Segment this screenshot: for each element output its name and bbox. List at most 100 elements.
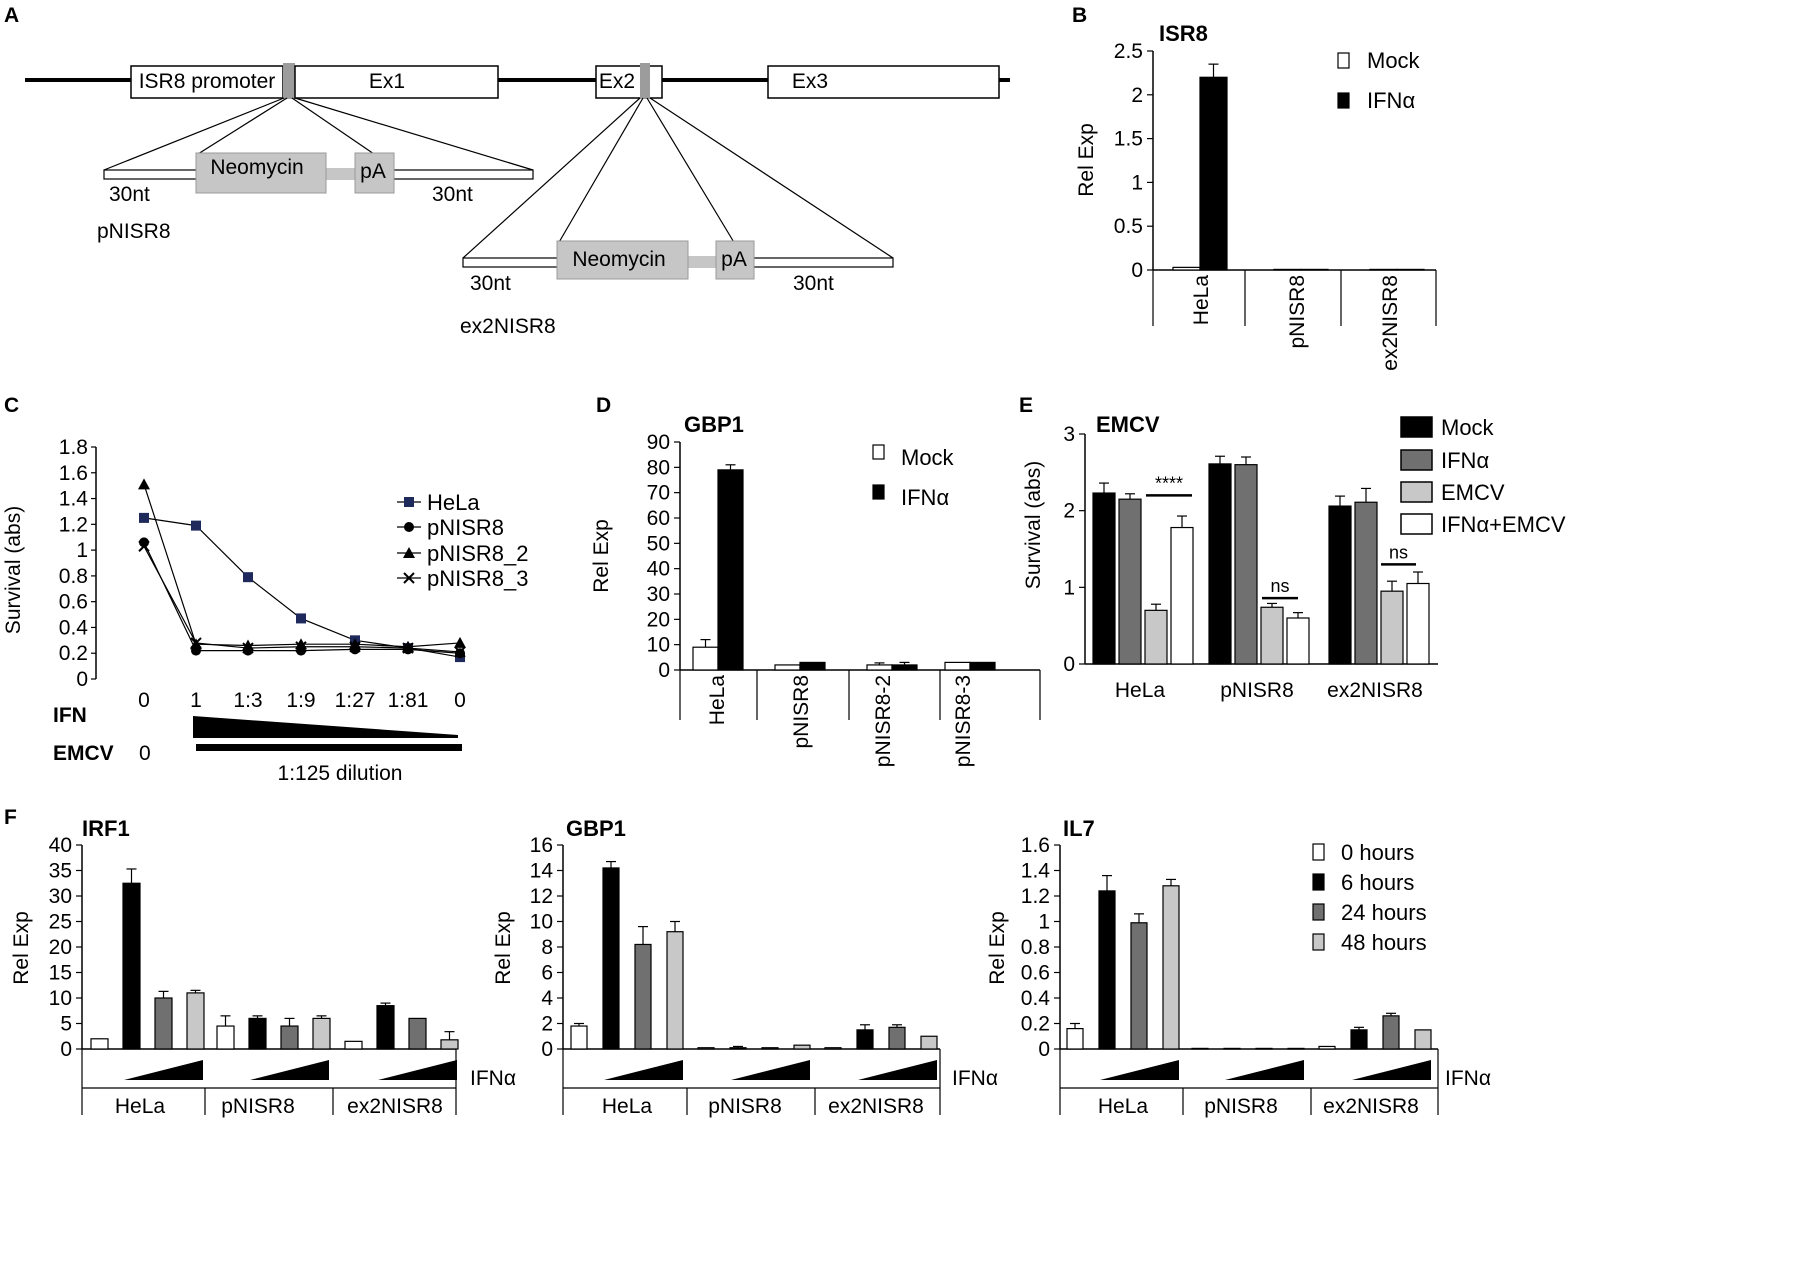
- c-x-tick-label: 0: [454, 689, 466, 712]
- f3-legend-label: 48 hours: [1341, 930, 1427, 955]
- b-category-label: HeLa: [1190, 275, 1213, 326]
- e-bar: [1118, 498, 1142, 665]
- c-legend-label: pNISR8_3: [427, 566, 529, 591]
- f3-bar: [1191, 1047, 1209, 1050]
- c-dilution-label: 1:125 dilution: [278, 762, 403, 785]
- c-y-tick-label: 1.2: [59, 513, 88, 536]
- b-bar: [1199, 76, 1228, 271]
- c-point: [454, 646, 466, 658]
- f2-chart-title: GBP1: [566, 816, 626, 841]
- d-bar: [891, 664, 918, 671]
- target-site-2: [640, 63, 650, 99]
- b-bar: [1300, 268, 1329, 271]
- e-significance-label: ns: [1270, 576, 1289, 596]
- e-legend-swatch: [1400, 416, 1433, 438]
- c-emcv-bar: [196, 744, 462, 751]
- f3-chart-title: IL7: [1063, 816, 1095, 841]
- f2-y-tick-label: 0: [541, 1038, 553, 1061]
- f3-y-tick-label: 1: [1038, 911, 1050, 934]
- f2-y-tick-label: 6: [541, 962, 553, 985]
- f2-bar: [570, 1025, 588, 1050]
- f3-bar: [1287, 1047, 1305, 1050]
- e-y-tick-label: 0: [1063, 653, 1075, 676]
- f1-bar: [376, 1005, 395, 1050]
- f3-legend-label: 24 hours: [1341, 900, 1427, 925]
- f2-y-tick-label: 8: [541, 936, 553, 959]
- construct-1-line: [197, 97, 288, 155]
- b-category-label: pNISR8: [1286, 275, 1309, 349]
- c-legend-marker: [403, 572, 415, 584]
- figure: A B C D E F ISR8 promoter Ex1 Ex2 Ex3 Ne…: [2, 4, 1566, 1118]
- f1-bar: [122, 882, 141, 1050]
- e-category-label: pNISR8: [1220, 679, 1294, 702]
- b-y-axis-label: Rel Exp: [1075, 123, 1098, 197]
- panel-label-e: E: [1019, 394, 1033, 417]
- b-legend-label: IFNα: [1367, 88, 1415, 113]
- c-x-tick-label: 1:3: [233, 689, 262, 712]
- c-x-tick-label: 1:9: [286, 689, 315, 712]
- f3-bar: [1255, 1047, 1273, 1050]
- c-series-line: [143, 542, 461, 654]
- f1-bar: [90, 1038, 109, 1050]
- c-emcv-zero: 0: [139, 742, 151, 765]
- f3-bar: [1318, 1045, 1336, 1050]
- f2-ifn-wedge: [604, 1060, 683, 1080]
- e-legend-label: EMCV: [1441, 480, 1505, 505]
- construct-2-linker: [687, 256, 717, 268]
- f3-legend-swatch: [1312, 843, 1325, 861]
- d-category-label: pNISR8-2: [872, 675, 895, 767]
- c-legend-label: pNISR8: [427, 515, 504, 540]
- b-y-tick-label: 1: [1131, 171, 1143, 194]
- exon-3-box: [767, 65, 1000, 99]
- f2-y-tick-label: 16: [530, 834, 553, 857]
- c-y-tick-label: 1.8: [59, 436, 88, 459]
- f2-bar: [824, 1047, 842, 1050]
- f2-category-label: HeLa: [602, 1095, 653, 1118]
- f3-bar: [1066, 1027, 1084, 1050]
- exon-1-label: Ex1: [369, 70, 405, 93]
- c-emcv-label: EMCV: [53, 742, 114, 765]
- exon-1-box: [294, 65, 499, 99]
- f2-y-tick-label: 4: [541, 987, 553, 1010]
- b-y-tick-label: 2: [1131, 84, 1143, 107]
- f3-ifn-wedge: [1100, 1060, 1179, 1080]
- f2-ifn-label: IFNα: [952, 1067, 998, 1090]
- d-category-label: HeLa: [706, 675, 729, 726]
- panel-label-d: D: [596, 394, 611, 417]
- f1-y-tick-label: 10: [49, 987, 72, 1010]
- f2-bar: [856, 1029, 874, 1050]
- f3-ifn-wedge: [1352, 1060, 1431, 1080]
- c-y-tick-label: 0: [76, 668, 88, 691]
- d-bar: [692, 646, 719, 671]
- f3-category-label: pNISR8: [1204, 1095, 1278, 1118]
- b-y-tick-label: 2.5: [1114, 40, 1143, 63]
- panel-label-b: B: [1072, 4, 1087, 27]
- f1-bar: [216, 1025, 235, 1050]
- f3-legend-swatch: [1312, 903, 1325, 921]
- e-legend-swatch: [1400, 449, 1433, 471]
- e-legend-swatch: [1400, 481, 1433, 503]
- construct-1-neo-box: [195, 152, 327, 194]
- f1-y-tick-label: 15: [49, 962, 72, 985]
- f3-bar: [1223, 1047, 1241, 1050]
- c-y-tick-label: 1: [76, 539, 88, 562]
- c-point: [242, 642, 254, 654]
- construct-1-neo-label: Neomycin: [210, 156, 303, 179]
- b-legend-swatch: [1337, 52, 1350, 69]
- c-y-tick-label: 0.4: [59, 616, 89, 639]
- e-y-axis-label: Survival (abs): [1022, 461, 1045, 589]
- f1-y-tick-label: 30: [49, 885, 72, 908]
- f3-category-label: ex2NISR8: [1323, 1095, 1419, 1118]
- c-point: [243, 572, 253, 583]
- f2-y-axis-label: Rel Exp: [492, 911, 515, 985]
- e-significance-label: ns: [1389, 542, 1408, 562]
- f3-bar: [1162, 885, 1180, 1050]
- c-legend-marker: [404, 497, 414, 507]
- f2-ifn-wedge: [858, 1060, 937, 1080]
- e-bar: [1208, 463, 1232, 665]
- f1-y-tick-label: 5: [60, 1013, 72, 1036]
- f2-bar: [666, 931, 684, 1050]
- f1-bar: [312, 1017, 331, 1050]
- c-series-line: [143, 545, 461, 653]
- f1-category-label: ex2NISR8: [347, 1095, 443, 1118]
